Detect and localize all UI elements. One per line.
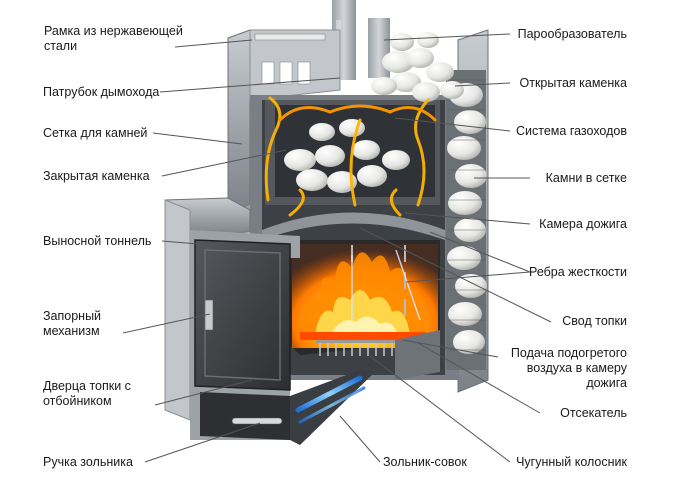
label-afterburn-chamber: Камера дожига [539,217,627,231]
closed-heater-stones [284,119,410,193]
firebox-door [194,239,291,391]
label-stones-in-grid: Камни в сетке [545,171,627,185]
cutoff-plate [395,330,440,380]
hot-air-supply [351,249,421,321]
open-heater-stones [371,32,464,102]
label-open-heater: Открытая каменка [519,76,627,90]
label-ash-handle: Ручка зольника [43,455,133,469]
label-cutoff: Отсекатель [560,406,627,420]
label-flue-pipe: Патрубок дымохода [43,85,160,99]
label-stiffening-ribs: Ребра жесткости [529,265,627,279]
chimney-pipe [332,0,390,80]
label-stone-grid: Сетка для камней [43,126,148,140]
label-remote-tunnel: Выносной тоннель [43,234,152,248]
leader-lines-left [122,39,341,463]
firebox-flames [300,252,426,340]
label-firebox-vault: Свод топки [562,314,627,328]
cast-iron-grate [316,340,398,356]
label-ash-pan: Зольник-совок [383,455,467,469]
leader-lines-right [339,33,552,463]
label-firebox-door: Дверца топки с отбойником [43,379,131,408]
label-locking-mechanism: Запорный механизм [43,309,102,338]
label-air-supply: Подача подогретого воздуха в камеру дожи… [510,346,627,390]
label-closed-heater: Закрытая каменка [43,169,150,183]
label-steam-generator: Парообразователь [517,27,627,41]
label-gas-ducts: Система газоходов [516,124,627,138]
label-cast-iron-grate: Чугунный колосник [516,455,627,469]
gas-flow-flames [264,96,437,217]
ash-pan [200,370,375,445]
label-frame: Рамка из нержавеющей стали [44,24,183,53]
